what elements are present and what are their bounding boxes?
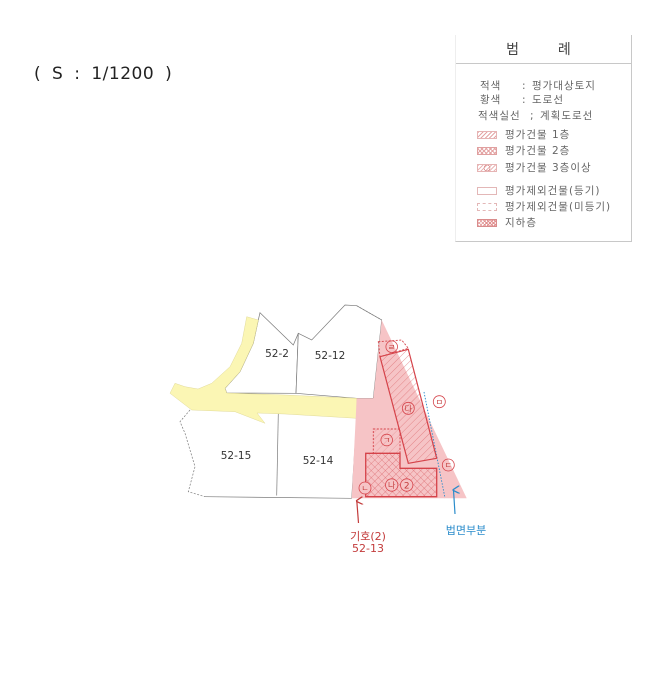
legend-item-label: 평가제외건물(미등기) [505,201,612,213]
parcel-label-52-14: 52-14 [303,455,334,467]
marker-label: ㅁ [436,398,443,407]
legend-key-value: 평가대상토지 [532,80,596,92]
subject-annotation-code: 기호(2) [350,530,386,543]
legend-key-separator: : [522,80,526,92]
solid-outline-swatch-icon [477,187,497,195]
building-da-1f [379,348,438,464]
marker-da: 다 [401,401,415,415]
marker-nieun: ㄴ [358,481,372,495]
legend-box: 범 례 적색:평가대상토지 황색:도로선 적색실선;계획도로선 평가건물 1층 … [455,35,632,242]
legend-item-label: 지하층 [505,217,537,229]
hatch-circle-swatch-icon [477,164,497,172]
dashed-outline-swatch-icon [477,203,497,211]
parcel-52-15 [179,409,352,499]
legend-key-red-solid-line: 적색실선; 계획도로선 [478,109,593,123]
slope-annotation: 법면부분 [446,524,486,537]
cross-hatch-swatch-icon [477,147,497,155]
marker-label: 다 [405,405,413,414]
legend-key-separator: ; [530,110,534,122]
marker-label: 2 [404,482,410,492]
legend-item-label: 평가건물 2층 [505,145,571,157]
diagonal-hatch-swatch-icon [477,131,497,139]
legend-key-red: 적색: 평가대상토지 [480,79,596,93]
subject-annotation-parcel: 52-13 [352,542,384,555]
legend-item-label: 평가제외건물(등기) [505,185,601,197]
marker-ga: ㄱ [380,433,393,447]
legend-title: 범 례 [456,35,631,64]
slope-boundary-line [423,391,446,499]
legend-key-label: 적색 [480,80,502,92]
road-area [169,316,357,424]
marker-ra: ㄹ [385,340,398,353]
marker-na: 나 [385,478,399,492]
legend-key-yellow: 황색: 도로선 [480,93,564,107]
legend-item-label: 평가건물 3층이상 [505,162,592,174]
marker-ma: ㅁ [432,395,446,409]
subject-arrow-icon [357,501,359,524]
building-ra-unregistered [377,339,410,358]
legend-key-label: 황색 [480,94,502,106]
marker-dieut: ㄷ [441,458,455,472]
parcel-label-52-15: 52-15 [221,450,252,462]
map-scale: ( S : 1/1200 ) [34,64,173,84]
marker-floor-count: 2 [400,478,414,492]
building-na-2f [365,452,438,498]
marker-label: 나 [388,481,396,490]
marker-label: ㄴ [361,484,368,493]
dense-cross-hatch-swatch-icon [477,219,497,227]
parcel-label-52-12: 52-12 [315,350,346,362]
marker-label: ㄹ [388,343,395,352]
legend-key-value: 계획도로선 [540,110,594,122]
legend-item-label: 평가건물 1층 [505,129,571,141]
slope-arrow-icon [454,490,456,515]
legend-key-value: 도로선 [532,94,564,106]
legend-key-label: 적색실선 [478,110,521,122]
marker-label: ㄱ [383,436,390,445]
parcel-label-52-2: 52-2 [265,348,289,360]
legend-key-separator: : [522,94,526,106]
marker-label: ㄷ [445,461,452,470]
